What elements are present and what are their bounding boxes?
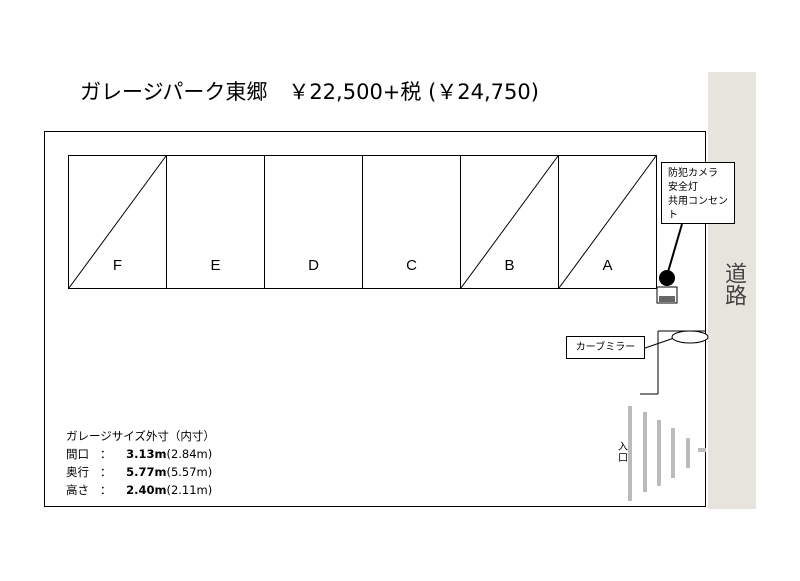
bay-diagonal [461, 156, 559, 289]
spec-inner: (2.84m) [166, 447, 213, 461]
spec-row-height: 高さ ： 2.40m(2.11m) [66, 481, 215, 499]
bay-label: F [112, 257, 123, 274]
bay-label: B [504, 257, 515, 274]
spec-inner: (2.11m) [166, 483, 213, 497]
spec-label: 奥行 [66, 465, 89, 479]
bay-label: C [406, 257, 417, 274]
bay-label: E [210, 257, 221, 274]
spec-sep: ： [99, 483, 112, 497]
spec-value: 3.13m [126, 447, 167, 461]
bay-diagonal [69, 156, 167, 289]
camera-callout-line2: 安全灯 [668, 182, 698, 193]
spec-inner: (5.57m) [166, 465, 213, 479]
entrance-arrow-icon [628, 406, 706, 501]
spec-value: 5.77m [126, 465, 167, 479]
road-label: 道路 [721, 262, 746, 306]
camera-pointer-line [667, 223, 683, 273]
entrance-label: 入口 [618, 442, 628, 464]
camera-icon [659, 270, 675, 286]
garage-size-specs: ガレージサイズ外寸（内寸） 間口 ： 3.13m(2.84m) 奥行 ： 5.7… [66, 427, 215, 499]
spec-row-depth: 奥行 ： 5.77m(5.57m) [66, 463, 215, 481]
bay-diagonal [559, 156, 657, 289]
spec-row-width: 間口 ： 3.13m(2.84m) [66, 445, 215, 463]
camera-callout: 防犯カメラ 安全灯 共用コンセント [661, 162, 735, 224]
spec-sep: ： [99, 465, 112, 479]
spec-value: 2.40m [126, 483, 167, 497]
road [708, 72, 756, 509]
outlet-icon [659, 296, 675, 302]
page-title: ガレージパーク東郷 ￥22,500+税 (￥24,750) [80, 80, 539, 104]
mirror-callout-label: カーブミラー [575, 342, 636, 353]
spec-sep: ： [99, 447, 112, 461]
bay-label: D [308, 257, 319, 274]
camera-callout-line3: 共用コンセント [668, 196, 728, 221]
camera-callout-line1: 防犯カメラ [668, 168, 718, 179]
spec-label: 間口 [66, 447, 89, 461]
bay-a[interactable]: A [558, 155, 657, 289]
spec-label: 高さ [66, 483, 89, 497]
lot-boundary [44, 131, 706, 507]
curve-mirror-icon [671, 330, 709, 344]
mirror-pointer-line [644, 336, 678, 349]
bay-label: A [602, 257, 613, 274]
mirror-callout: カーブミラー [566, 336, 645, 359]
specs-heading: ガレージサイズ外寸（内寸） [66, 429, 215, 443]
